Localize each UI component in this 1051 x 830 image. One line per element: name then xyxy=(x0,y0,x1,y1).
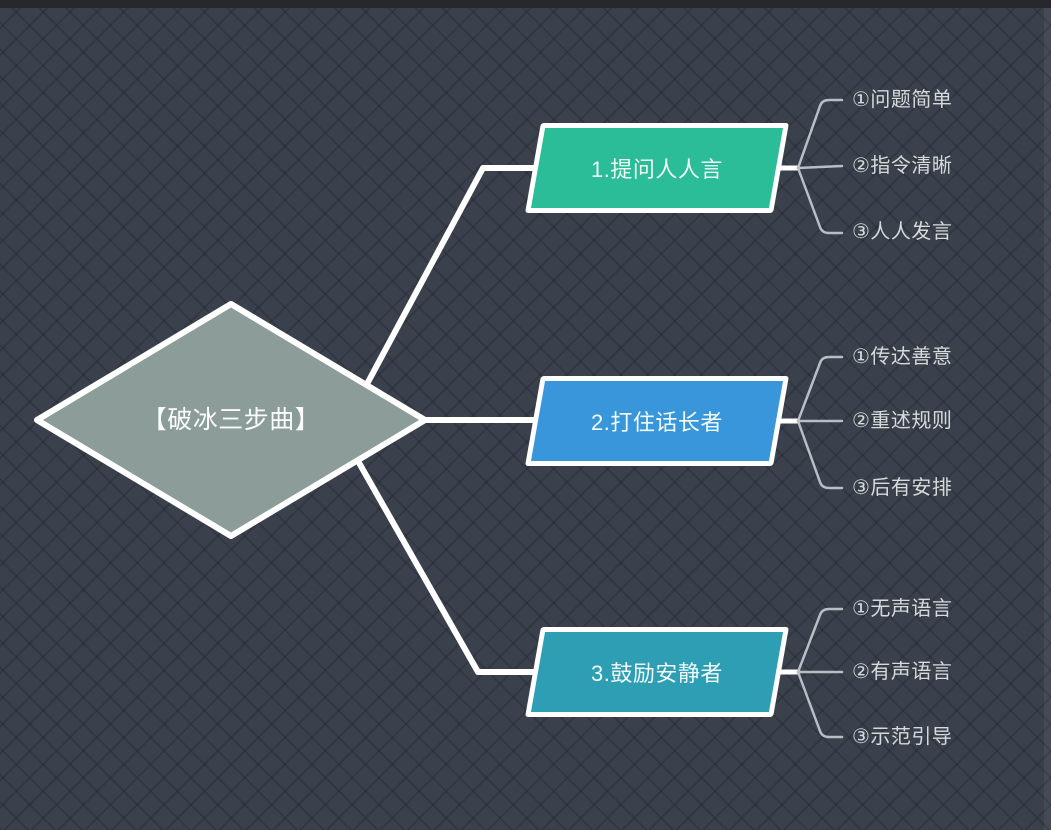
branch-leaf-connectors xyxy=(796,98,844,739)
branch-node-3-label: 3.鼓励安静者 xyxy=(591,661,723,686)
leaf-3-3[interactable]: ③示范引导 xyxy=(852,726,953,748)
branch-node-1[interactable]: 1.提问人人言 xyxy=(525,123,789,213)
leaf-2-2[interactable]: ②重述规则 xyxy=(852,410,953,432)
branch-node-1-label: 1.提问人人言 xyxy=(591,157,723,182)
root-node-shape[interactable] xyxy=(34,301,428,539)
leaf-3-1[interactable]: ①无声语言 xyxy=(852,598,953,620)
right-edge-strip xyxy=(1044,8,1051,830)
leaf-1-3[interactable]: ③人人发言 xyxy=(852,221,953,243)
leaf-1-2[interactable]: ②指令清晰 xyxy=(852,155,953,177)
leaf-2-3[interactable]: ③后有安排 xyxy=(852,477,953,499)
root-branch-connectors xyxy=(355,165,801,675)
branch-node-2-label: 2.打住话长者 xyxy=(591,410,723,435)
leaf-2-1[interactable]: ①传达善意 xyxy=(852,346,953,368)
branch-node-3[interactable]: 3.鼓励安静者 xyxy=(525,627,789,717)
root-node-label[interactable]: 【破冰三步曲】 xyxy=(141,406,321,434)
branch-node-2[interactable]: 2.打住话长者 xyxy=(525,376,789,466)
leaf-1-1[interactable]: ①问题简单 xyxy=(852,89,953,111)
top-bar xyxy=(0,0,1051,8)
leaf-3-2[interactable]: ②有声语言 xyxy=(852,661,953,683)
